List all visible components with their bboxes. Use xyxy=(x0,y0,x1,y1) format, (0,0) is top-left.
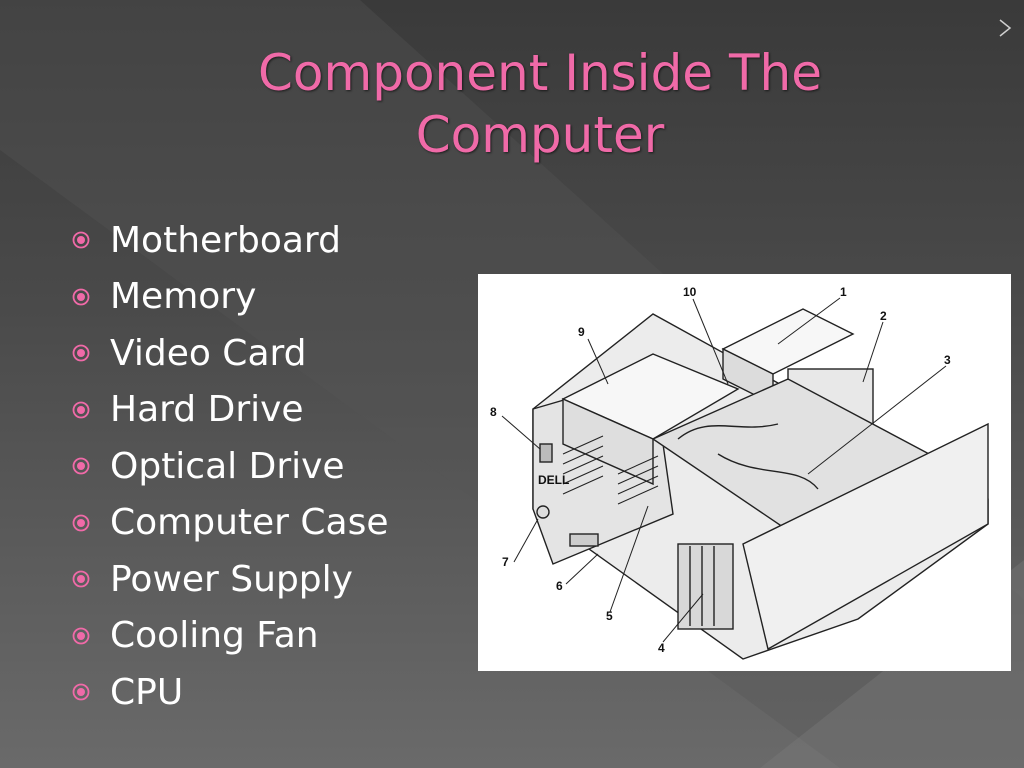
radio-bullet-icon xyxy=(72,288,90,306)
list-item: Memory xyxy=(72,269,389,326)
callout-9: 9 xyxy=(578,325,585,339)
callout-6: 6 xyxy=(556,579,563,593)
list-item-label: Video Card xyxy=(110,332,307,374)
callout-5: 5 xyxy=(606,609,613,623)
callout-7: 7 xyxy=(502,555,509,569)
list-item: Optical Drive xyxy=(72,438,389,495)
list-item-label: Motherboard xyxy=(110,219,341,261)
callout-2: 2 xyxy=(880,309,887,323)
list-item: CPU xyxy=(72,664,389,721)
callout-4: 4 xyxy=(658,641,665,655)
computer-interior-illustration: DELL 1 2 3 4 5 6 7 8 9 10 xyxy=(490,285,989,660)
computer-interior-diagram: DELL 1 2 3 4 5 6 7 8 9 10 xyxy=(478,274,1011,671)
radio-bullet-icon xyxy=(72,683,90,701)
list-item-label: Memory xyxy=(110,276,257,318)
list-item-label: Power Supply xyxy=(110,558,353,600)
radio-bullet-icon xyxy=(72,457,90,475)
list-item: Motherboard xyxy=(72,212,389,269)
callout-3: 3 xyxy=(944,353,951,367)
list-item: Hard Drive xyxy=(72,382,389,439)
radio-bullet-icon xyxy=(72,570,90,588)
radio-bullet-icon xyxy=(72,344,90,362)
list-item-label: Computer Case xyxy=(110,502,389,544)
slide-chevron-icon xyxy=(999,19,1012,37)
callout-1: 1 xyxy=(840,285,847,299)
list-item: Video Card xyxy=(72,325,389,382)
list-item: Cooling Fan xyxy=(72,608,389,665)
slide-title: Component Inside The Computer xyxy=(258,44,822,164)
callout-8: 8 xyxy=(490,405,497,419)
list-item: Power Supply xyxy=(72,551,389,608)
component-list: Motherboard Memory Video Card Hard Drive… xyxy=(72,212,389,721)
list-item-label: CPU xyxy=(110,671,184,713)
list-item: Computer Case xyxy=(72,495,389,552)
brand-label: DELL xyxy=(538,473,569,487)
list-item-label: Hard Drive xyxy=(110,389,304,431)
callout-10: 10 xyxy=(683,285,697,299)
radio-bullet-icon xyxy=(72,514,90,532)
list-item-label: Cooling Fan xyxy=(110,615,319,657)
radio-bullet-icon xyxy=(72,401,90,419)
radio-bullet-icon xyxy=(72,231,90,249)
radio-bullet-icon xyxy=(72,627,90,645)
list-item-label: Optical Drive xyxy=(110,445,345,487)
